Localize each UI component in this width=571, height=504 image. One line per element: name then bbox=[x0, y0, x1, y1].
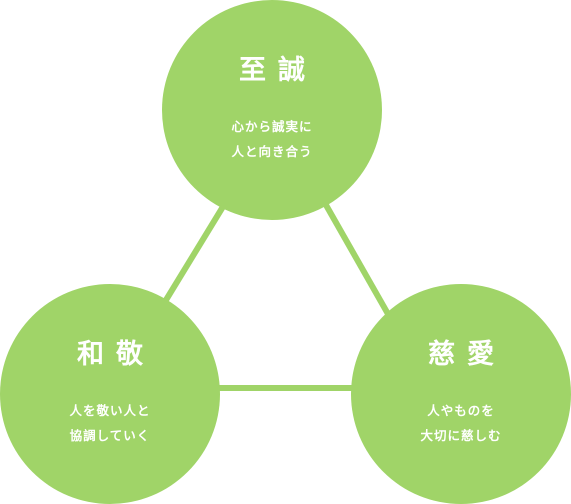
node-shisei-desc-line-1: 心から誠実に bbox=[231, 118, 313, 134]
connector-top-left bbox=[163, 203, 227, 302]
node-wakei-title: 和敬 bbox=[77, 338, 155, 370]
node-jiai-desc-line-1: 人やものを bbox=[427, 402, 495, 418]
node-wakei: 和敬 人を敬い人と 協調していく bbox=[0, 284, 220, 504]
node-jiai: 慈愛 人やものを 大切に慈しむ bbox=[351, 284, 571, 504]
node-jiai-title: 慈愛 bbox=[428, 338, 506, 370]
connector-top-right bbox=[323, 203, 391, 316]
node-shisei-desc-line-2: 人と向き合う bbox=[231, 143, 313, 159]
node-shisei: 至誠 心から誠実に 人と向き合う bbox=[162, 0, 382, 220]
node-wakei-desc-line-2: 協調していく bbox=[69, 427, 151, 443]
node-wakei-description: 人を敬い人と 協調していく bbox=[69, 398, 150, 448]
node-jiai-desc-line-2: 大切に慈しむ bbox=[420, 427, 502, 443]
node-shisei-title: 至誠 bbox=[239, 54, 317, 86]
node-jiai-description: 人やものを 大切に慈しむ bbox=[420, 398, 501, 448]
node-wakei-desc-line-1: 人を敬い人と bbox=[69, 402, 151, 418]
node-shisei-description: 心から誠実に 人と向き合う bbox=[231, 114, 312, 164]
